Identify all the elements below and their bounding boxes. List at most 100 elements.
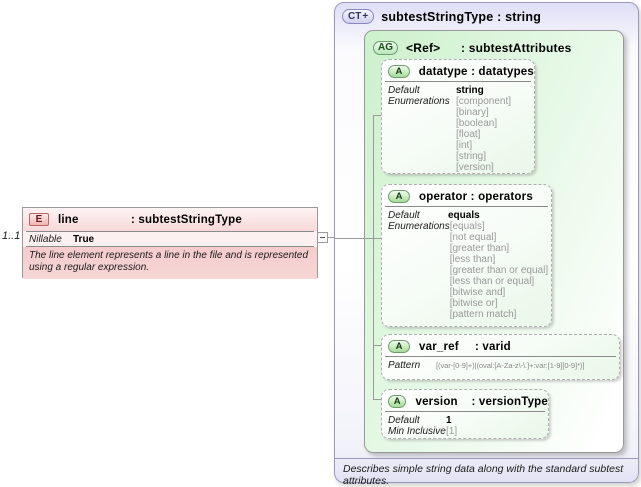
divider [385, 411, 545, 412]
facet-value: [greater than or equal] [449, 265, 549, 276]
attribute-title: version : versionType [415, 396, 548, 408]
attribute-name: var_ref [419, 340, 459, 353]
facet-row: Pattern [(var-[0-9]+)|(oval:[A-Za-z\-\.]… [382, 360, 619, 371]
facet-value: [pattern match] [449, 309, 517, 320]
facet-value: [(var-[0-9]+)|(oval:[A-Za-z\-\.]+:var:[1… [436, 361, 585, 370]
facet-label: Default [388, 85, 420, 96]
complex-type-title: subtestStringType : string [381, 9, 542, 24]
attribute-header: A datatype : datatypes [382, 60, 534, 81]
attribute-group-type: : subtestAttributes [461, 40, 572, 55]
element-facet-nillable: Nillable True [23, 232, 317, 246]
divider [26, 231, 314, 232]
facet-label: Default [388, 210, 420, 221]
facet-value: [float] [456, 129, 481, 140]
attribute-title: datatype : datatypes [419, 66, 534, 78]
attribute-box-version[interactable]: A version : versionType Default 1 Min Inc… [381, 389, 549, 439]
attribute-header: A version : versionType [382, 390, 548, 411]
plus-icon: + [362, 11, 369, 22]
divider [385, 81, 531, 82]
facet-list: Default string Enumerations [component] … [382, 82, 534, 173]
attribute-badge-icon: A [388, 65, 410, 78]
complex-type-badge-icon: CT+ [342, 9, 375, 24]
facet-label: Enumerations [388, 221, 450, 232]
attribute-name: datatype [418, 65, 468, 78]
facet-value: True [73, 233, 95, 245]
facet-value: [equals] [449, 221, 485, 232]
connector-stub-operator [335, 238, 381, 239]
facet-label: Pattern [388, 360, 421, 371]
connector-stub-version [373, 399, 381, 400]
attribute-badge-icon: A [388, 190, 410, 203]
attribute-type-label: : versionType [471, 395, 548, 408]
facet-value: [less than] [449, 254, 496, 265]
facet-value: string [456, 85, 484, 96]
facet-row: Enumerations [component] [binary] [boole… [382, 96, 534, 173]
facet-label: Nillable [29, 233, 62, 245]
facet-value: [1] [446, 426, 458, 437]
facet-value: [bitwise and] [449, 287, 506, 298]
element-header: E line: subtestStringType [23, 208, 317, 231]
attribute-badge-icon: A [388, 340, 410, 353]
minus-icon [320, 237, 325, 238]
facet-value: [binary] [456, 107, 489, 118]
attribute-box-operator[interactable]: A operator : operators Default equals En… [381, 184, 552, 327]
attribute-header: A operator : operators [382, 185, 551, 206]
facet-row: Enumerations [equals] [not equal] [great… [382, 221, 551, 320]
attribute-name: operator [419, 190, 468, 203]
connector-element-to-type [328, 237, 334, 238]
facet-values: [component] [binary] [boolean] [float] [… [456, 96, 511, 173]
facet-list: Pattern [(var-[0-9]+)|(oval:[A-Za-z\-\.]… [382, 357, 619, 371]
facet-row: Default string [382, 85, 534, 96]
attribute-box-var-ref[interactable]: A var_ref : varid Pattern [(var-[0-9]+)|(… [381, 334, 620, 380]
divider [385, 356, 616, 357]
attribute-group-name: <Ref> [406, 40, 441, 55]
attribute-group-title: <Ref> : subtestAttributes [406, 41, 571, 55]
attribute-header: A var_ref : varid [382, 335, 619, 356]
element-badge-icon: E [29, 213, 49, 226]
attribute-type-label: : varid [475, 340, 511, 353]
connector-tree-vertical [373, 115, 374, 400]
complex-type-annotation: Describes simple string data along with … [343, 463, 624, 487]
facet-value: [bitwise or] [449, 298, 498, 309]
facet-value: [component] [456, 96, 512, 107]
attribute-badge-icon: A [388, 395, 407, 408]
collapse-handle-icon[interactable] [317, 232, 328, 243]
element-annotation: The line element represents a line in th… [23, 247, 317, 279]
attribute-title: operator : operators [419, 191, 533, 203]
attribute-group-box[interactable]: AG <Ref> : subtestAttributes A datatype :… [364, 30, 624, 453]
attribute-type-label: : datatypes [471, 65, 534, 78]
facet-value: [string] [456, 151, 487, 162]
facet-value: equals [448, 210, 480, 221]
element-type: : subtestStringType [131, 213, 242, 226]
divider [385, 206, 548, 207]
facet-value: [int] [456, 140, 473, 151]
facet-label: Enumerations [388, 96, 450, 107]
complex-type-box-subtestStringType[interactable]: CT+ subtestStringType : string AG <Ref>:… [334, 2, 639, 487]
cardinality-label: 1..1 [2, 230, 21, 242]
facet-value: [not equal] [449, 232, 497, 243]
divider [26, 246, 314, 247]
connector-stub-varref [373, 345, 381, 346]
element-title: line: subtestStringType [58, 214, 242, 226]
facet-value: [version] [456, 162, 494, 173]
facet-row: Default 1 [382, 415, 548, 426]
facet-label: Default [388, 415, 420, 426]
facet-value: [greater than] [449, 243, 510, 254]
facet-list: Default equals Enumerations [equals] [no… [382, 207, 551, 320]
connector-stub-datatype [373, 115, 381, 116]
attribute-title: var_ref : varid [419, 341, 511, 353]
facet-value: [boolean] [456, 118, 498, 129]
complex-type-header: CT+ subtestStringType : string [335, 3, 638, 30]
divider [335, 458, 638, 459]
facet-row: Default equals [382, 210, 551, 221]
facet-label: Min Inclusive [388, 426, 446, 437]
attribute-box-datatype[interactable]: A datatype : datatypes Default string En… [381, 59, 535, 174]
attribute-group-header: AG <Ref> : subtestAttributes [365, 31, 623, 60]
attribute-group-badge-icon: AG [373, 40, 398, 55]
facet-values: [equals] [not equal] [greater than] [les… [450, 221, 548, 320]
complex-type-badge-text: CT [348, 11, 362, 22]
facet-row: Min Inclusive [1] [382, 426, 548, 437]
attribute-name: version [415, 395, 458, 408]
attribute-type-label: : operators [470, 190, 533, 203]
element-box-line[interactable]: E line: subtestStringType Nillable True … [22, 207, 318, 279]
